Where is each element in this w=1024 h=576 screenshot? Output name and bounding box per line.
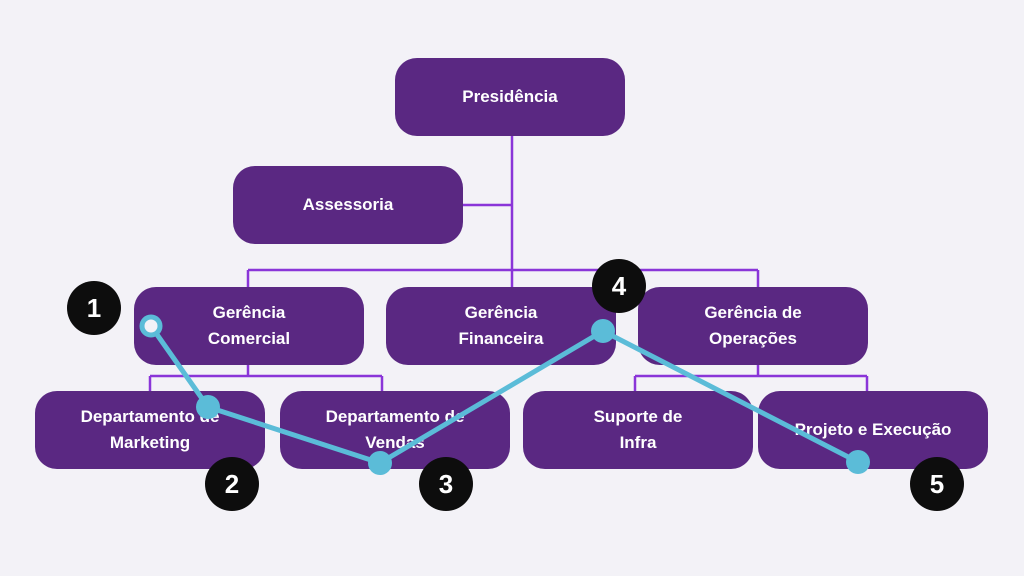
box-departamento-marketing-line2: Marketing xyxy=(109,433,191,452)
box-departamento-marketing: Departamento de Marketing xyxy=(35,391,265,469)
box-gerencia-operacoes: Gerência de Operações xyxy=(638,287,868,365)
path-point-2 xyxy=(196,395,220,419)
path-point-3 xyxy=(368,451,392,475)
marker-5: 5 xyxy=(910,457,964,511)
box-gerencia-comercial-line1: Gerência xyxy=(212,303,286,322)
box-gerencia-financeira-line2: Financeira xyxy=(458,329,544,348)
path-line xyxy=(148,323,861,466)
box-suporte-infra-line1: Suporte de xyxy=(593,407,683,426)
box-gerencia-financeira: Gerência Financeira xyxy=(386,287,616,365)
box-suporte-infra-line2: Infra xyxy=(619,433,657,452)
path-start-point xyxy=(139,314,163,338)
box-presidencia-label: Presidência xyxy=(462,87,558,106)
box-gerencia-comercial-line2: Comercial xyxy=(207,329,291,348)
box-gerencia-operacoes-line1: Gerência de xyxy=(704,303,802,322)
box-projeto-execucao-label: Projeto e Execução xyxy=(794,420,952,439)
box-assessoria: Assessoria xyxy=(233,166,463,244)
path-point-5 xyxy=(846,450,870,474)
box-presidencia: Presidência xyxy=(395,58,625,136)
box-assessoria-label: Assessoria xyxy=(302,195,394,214)
marker-3: 3 xyxy=(419,457,473,511)
box-departamento-marketing-line1: Departamento de xyxy=(80,407,220,426)
box-gerencia-operacoes-line2: Operações xyxy=(709,329,797,348)
marker-2: 2 xyxy=(205,457,259,511)
marker-4: 4 xyxy=(592,259,646,313)
box-suporte-infra: Suporte de Infra xyxy=(523,391,753,469)
path-point-4 xyxy=(591,319,615,343)
box-gerencia-financeira-line1: Gerência xyxy=(464,303,538,322)
marker-1: 1 xyxy=(67,281,121,335)
box-departamento-vendas-line1: Departamento de xyxy=(325,407,465,426)
